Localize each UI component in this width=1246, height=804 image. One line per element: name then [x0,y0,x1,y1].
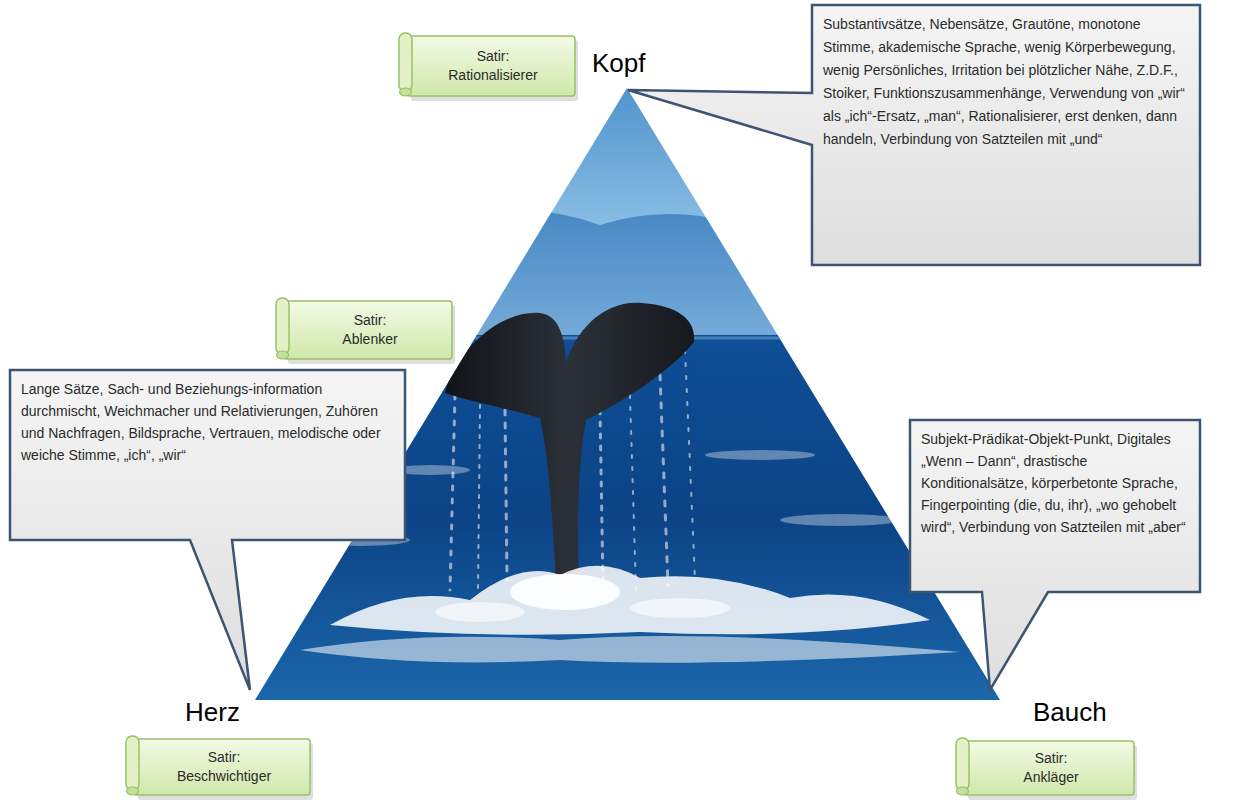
callout-outline [910,420,1200,690]
callout-outline [10,370,405,690]
scroll-text: Satir: Rationalisierer [448,47,537,85]
callout-text: Subjekt-Prädikat-Objekt-Punkt, Digitales… [910,420,1200,546]
scroll-label: Satir: Ankläger [955,738,1137,800]
scroll-label: Satir: Beschwichtiger [125,736,313,800]
corner-label: Kopf [592,48,646,79]
callout-text: Substantivsätze, Nebensätze, Grautöne, m… [812,5,1200,159]
corner-label: Herz [185,697,240,728]
scroll-text-area: Satir: Beschwichtiger [137,738,311,796]
scroll-label: Satir: Ablenker [275,298,455,364]
scroll-body [407,36,575,96]
scroll-text: Satir: Ankläger [1023,749,1078,787]
scroll-text: Satir: Ablenker [342,311,397,349]
scroll-label: Satir: Rationalisierer [398,33,578,101]
callout-box: Substantivsätze, Nebensätze, Grautöne, m… [812,5,1200,265]
scroll-body [964,741,1134,795]
scroll-roll [126,736,139,790]
callout-box: Subjekt-Prädikat-Objekt-Punkt, Digitales… [910,420,1200,592]
scroll-roll [276,298,289,354]
scroll-curl [277,351,289,359]
scroll-text-area: Satir: Rationalisierer [410,35,576,97]
callout-outline [628,5,1200,265]
scroll-text-area: Satir: Ankläger [967,740,1135,796]
scroll-text: Satir: Beschwichtiger [177,748,271,786]
scroll-body [284,301,452,359]
callout-box: Lange Sätze, Sach- und Beziehungs-inform… [10,370,405,540]
scroll-curl [400,88,412,96]
scroll-roll [399,33,412,91]
scroll-curl [957,787,969,795]
scroll-curl [127,787,139,795]
scroll-body [134,739,310,795]
corner-label: Bauch [1033,697,1107,728]
callout-text: Lange Sätze, Sach- und Beziehungs-inform… [10,370,405,474]
scroll-roll [956,738,969,790]
scroll-text-area: Satir: Ablenker [287,300,453,360]
